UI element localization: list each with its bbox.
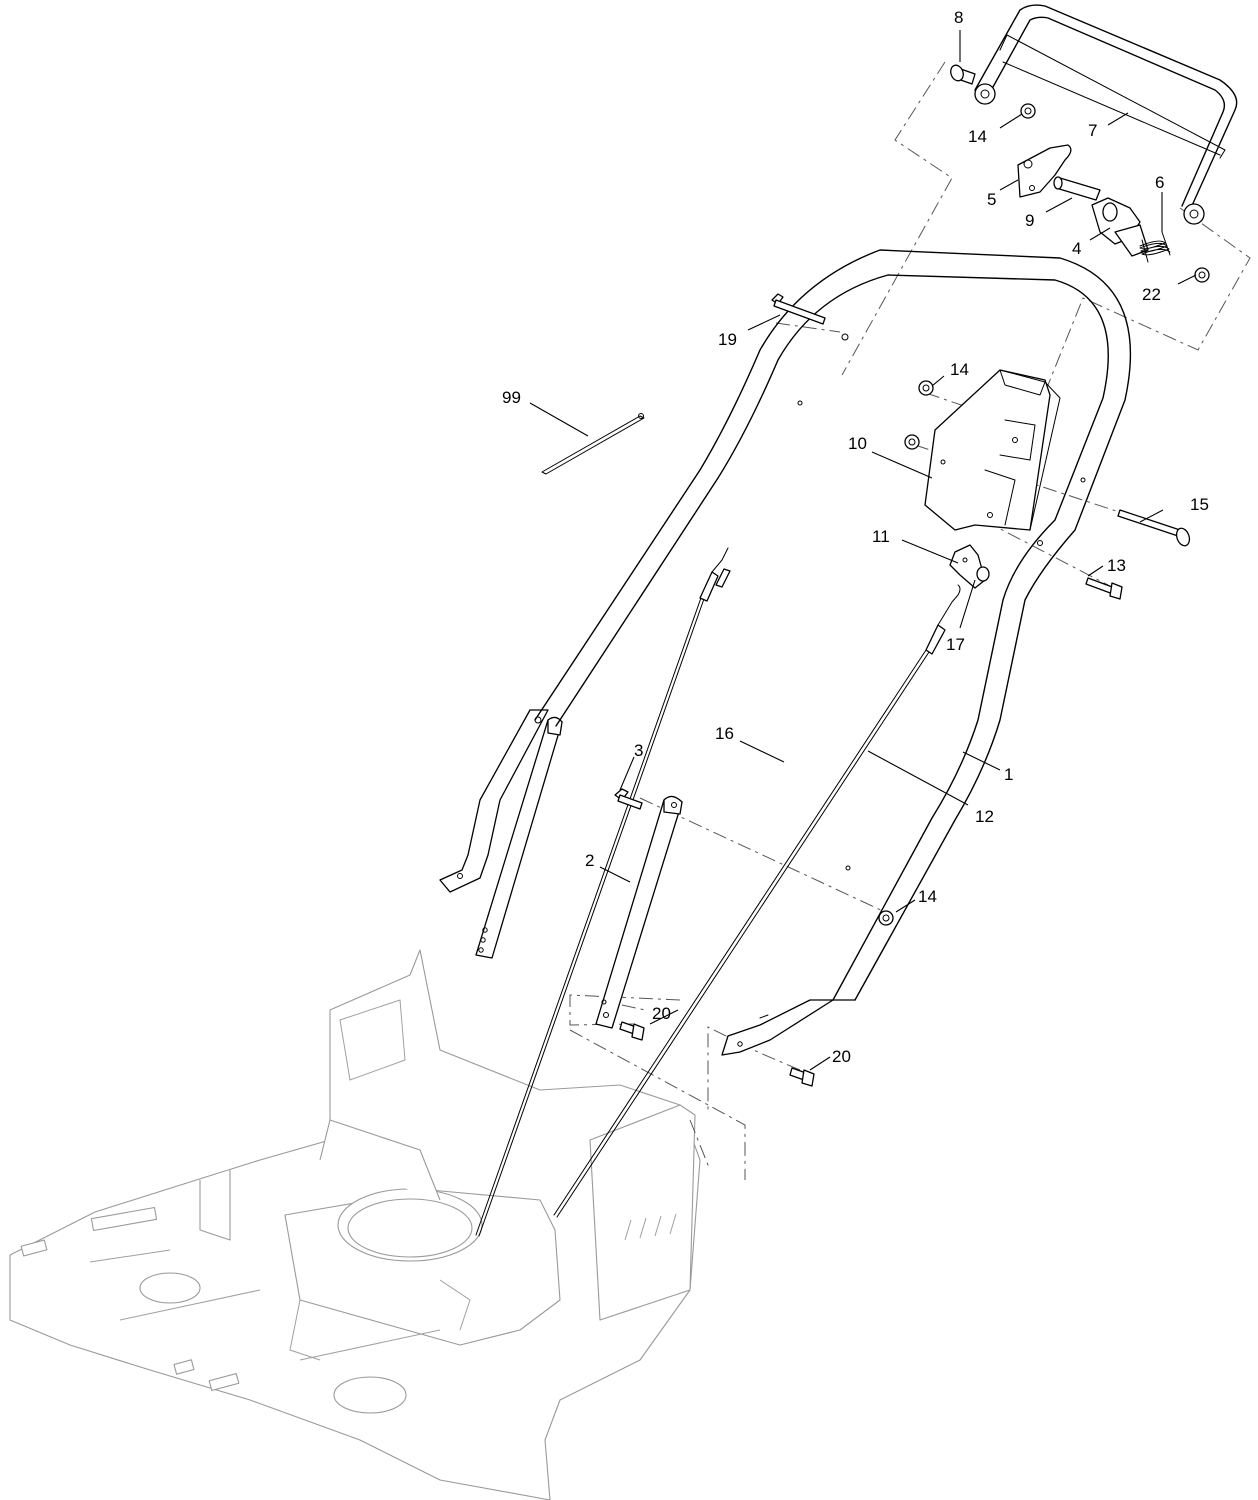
callout-22: 22 [1142, 285, 1161, 304]
callout-9: 9 [1025, 211, 1034, 230]
callout-19: 19 [718, 330, 737, 349]
callout-14-top: 14 [968, 127, 987, 146]
callout-2: 2 [585, 851, 594, 870]
nut-14-lower[interactable] [878, 910, 894, 926]
bolt-15[interactable] [1117, 509, 1192, 548]
control-cable-12[interactable] [553, 584, 961, 1218]
mower-deck [9, 949, 701, 1500]
callout-14-bracket: 14 [950, 360, 969, 379]
cable-bracket[interactable] [949, 544, 986, 589]
pivot-pin[interactable] [1053, 176, 1101, 201]
nut-14-top[interactable] [1020, 103, 1036, 119]
bolt-19[interactable] [771, 293, 826, 325]
callout-7: 7 [1088, 121, 1097, 140]
callout-8: 8 [954, 8, 963, 27]
callout-14-lower: 14 [918, 887, 937, 906]
wire-tie[interactable] [541, 413, 645, 475]
latch[interactable] [1091, 197, 1149, 257]
nut-22[interactable] [1194, 267, 1210, 283]
callout-17: 17 [946, 635, 965, 654]
nut-14-upper[interactable] [918, 380, 934, 396]
callout-15: 15 [1190, 495, 1209, 514]
control-bracket[interactable] [924, 369, 1061, 531]
callout-12: 12 [975, 807, 994, 826]
nut-bracket-lower[interactable] [904, 434, 920, 450]
callout-5: 5 [987, 190, 996, 209]
handle-tube[interactable] [534, 249, 1132, 1056]
callout-6: 6 [1155, 173, 1164, 192]
pivot-plate[interactable] [1017, 144, 1072, 198]
handle-brace[interactable] [595, 795, 683, 1029]
control-cable-16[interactable] [475, 547, 731, 1237]
callout-10: 10 [848, 434, 867, 453]
callout-4: 4 [1072, 239, 1081, 258]
callout-99: 99 [502, 388, 521, 407]
callout-16: 16 [715, 724, 734, 743]
bolt-13[interactable] [1085, 577, 1123, 600]
callout-13: 13 [1107, 556, 1126, 575]
leader-lines [529, 30, 1197, 1071]
bolt-20-left[interactable] [619, 1021, 645, 1041]
clevis-pin-17[interactable] [976, 566, 990, 582]
callout-11: 11 [872, 527, 890, 546]
callout-3: 3 [634, 741, 643, 760]
callout-20-right: 20 [832, 1047, 851, 1066]
callouts: 8 14 7 5 9 6 4 22 19 99 14 10 15 11 13 1… [502, 8, 1209, 1066]
bolt-20-right[interactable] [789, 1067, 815, 1087]
bolt-3[interactable] [614, 788, 643, 810]
shoulder-bolt[interactable] [949, 63, 976, 85]
callout-1: 1 [1004, 765, 1013, 784]
bail[interactable] [974, 4, 1238, 225]
callout-20-left: 20 [652, 1004, 671, 1023]
assembly-lines [569, 61, 1251, 1180]
spring[interactable] [1139, 231, 1171, 263]
